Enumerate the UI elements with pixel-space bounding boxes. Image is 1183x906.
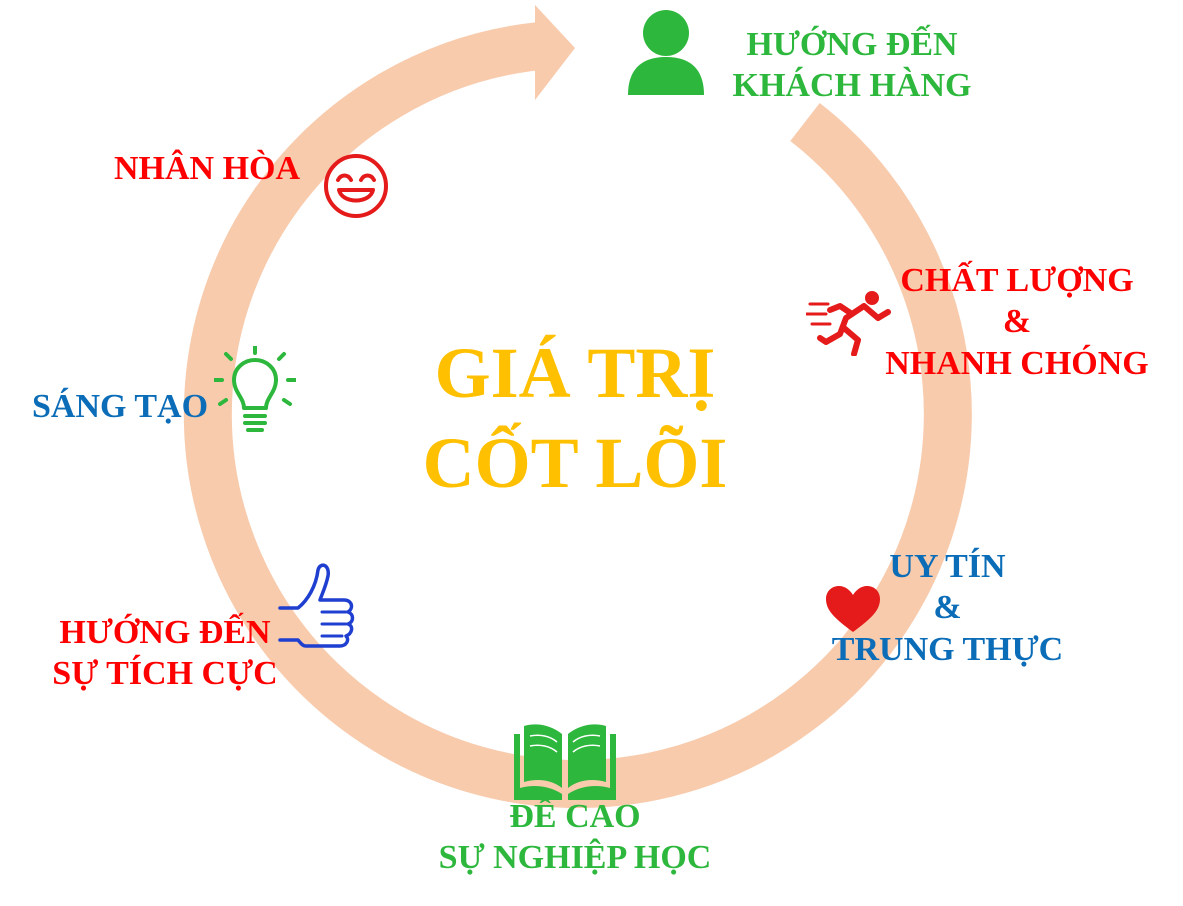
open-book-icon xyxy=(514,724,616,800)
value-positive-line-1: HƯỚNG ĐẾN xyxy=(59,614,271,651)
cycle-arrowhead xyxy=(535,5,575,100)
value-learning-line-2: SỰ NGHIỆP HỌC xyxy=(438,839,712,877)
cycle-ring xyxy=(183,22,972,808)
value-trust: UY TÍN & TRUNG THỰC xyxy=(800,546,1095,670)
value-harmony: NHÂN HÒA xyxy=(100,148,314,189)
title-line-2: CỐT LÕI xyxy=(422,423,728,503)
value-quality-line-3: NHANH CHÓNG xyxy=(885,344,1149,382)
value-trust-line-1: UY TÍN xyxy=(889,548,1006,585)
lightbulb-icon xyxy=(214,346,296,432)
value-customer-line-1: HƯỚNG ĐẾN xyxy=(746,26,958,63)
value-quality-line-2: & xyxy=(1002,303,1032,341)
title-line-1: GIÁ TRỊ xyxy=(434,333,716,413)
core-values-title: GIÁ TRỊ CỐT LÕI xyxy=(350,328,800,508)
value-harmony-line-1: NHÂN HÒA xyxy=(113,150,301,187)
value-trust-line-2: & xyxy=(933,589,962,627)
heart-icon xyxy=(826,586,880,632)
value-trust-line-3: TRUNG THỰC xyxy=(831,630,1064,668)
value-learning-line-1: ĐỀ CAO xyxy=(509,798,641,835)
value-creative: SÁNG TẠO xyxy=(20,386,220,427)
person-icon xyxy=(628,10,704,95)
value-creative-line-1: SÁNG TẠO xyxy=(31,388,209,425)
running-person-icon xyxy=(806,291,891,356)
thumbs-up-icon xyxy=(278,563,355,648)
value-learning: ĐỀ CAO SỰ NGHIỆP HỌC xyxy=(410,796,740,879)
value-quality: CHẤT LƯỢNG & NHANH CHÓNG xyxy=(862,260,1172,384)
value-positive: HƯỚNG ĐẾN SỰ TÍCH CỰC xyxy=(30,612,300,695)
value-customer: HƯỚNG ĐẾN KHÁCH HÀNG xyxy=(712,24,992,107)
value-customer-line-2: KHÁCH HÀNG xyxy=(732,67,972,105)
smiley-icon xyxy=(324,154,388,218)
value-quality-line-1: CHẤT LƯỢNG xyxy=(900,262,1134,299)
value-positive-line-2: SỰ TÍCH CỰC xyxy=(52,655,278,693)
